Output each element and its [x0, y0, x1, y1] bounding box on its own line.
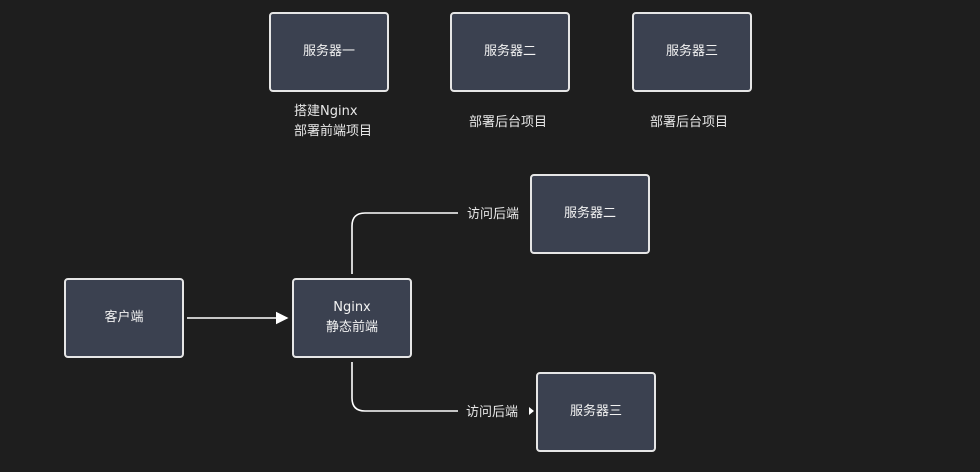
upper-edge-label: 访问后端 [467, 207, 520, 222]
client-node[interactable]: 客户端 [64, 278, 184, 358]
server-one-node[interactable]: 服务器一 [269, 12, 389, 92]
edge-nginx-to-lower-server [351, 362, 458, 412]
server-one-title: 服务器一 [302, 44, 355, 59]
nginx-node[interactable]: Nginx 静态前端 [292, 278, 412, 358]
server-two-note: 部署后台项目 [469, 115, 548, 130]
lower-target-title: 服务器三 [569, 404, 622, 419]
server-two-title: 服务器二 [483, 44, 536, 59]
upper-target-title: 服务器二 [563, 206, 616, 221]
server-one-note-line1: 搭建Nginx [294, 104, 358, 119]
nginx-title-line1: Nginx [333, 300, 371, 315]
server-three-note: 部署后台项目 [650, 115, 729, 130]
client-title: 客户端 [104, 310, 144, 325]
nginx-title-line2: 静态前端 [325, 320, 378, 335]
upper-target-server-node[interactable]: 服务器二 [530, 174, 650, 254]
server-three-node[interactable]: 服务器三 [632, 12, 752, 92]
lower-target-server-node[interactable]: 服务器三 [536, 372, 656, 452]
lower-edge-label: 访问后端 [466, 405, 519, 420]
server-three-title: 服务器三 [665, 44, 718, 59]
edge-nginx-to-upper-server [351, 212, 458, 274]
server-one-note: 搭建Nginx 部署前端项目 [294, 102, 372, 142]
server-two-node[interactable]: 服务器二 [450, 12, 570, 92]
lower-edge-arrow-icon [529, 407, 534, 415]
server-one-note-line2: 部署前端项目 [294, 124, 373, 139]
